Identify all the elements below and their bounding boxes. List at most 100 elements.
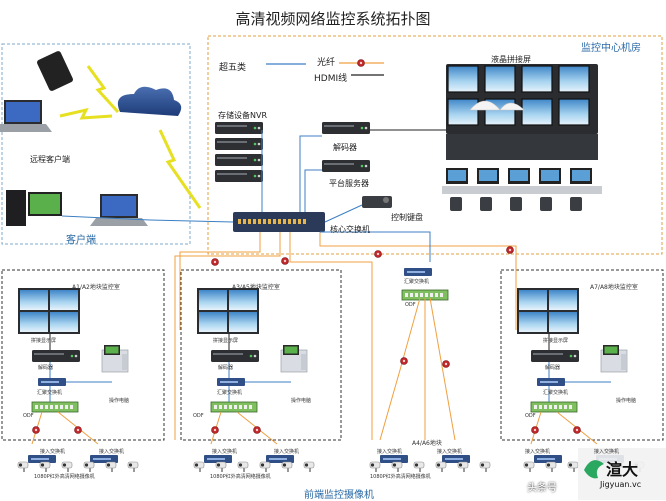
mid-odf-label: ODF [405, 302, 416, 308]
room2-camera-label: 1080P红外高清网络摄像机 [210, 474, 271, 480]
camera-3-6 [479, 461, 491, 473]
mid-camera-label: 1080P红外高清网络摄像机 [370, 474, 431, 480]
room1-access-switch-1: 接入交换机 [40, 449, 66, 455]
camera-3-2 [391, 461, 403, 473]
room1-camera-label: 1080P红外高清网络摄像机 [34, 474, 95, 480]
room2-odf [210, 401, 258, 413]
room3-wall-panel [549, 312, 577, 332]
room1-wall-panel [20, 312, 48, 332]
console-screen [479, 170, 497, 181]
mid-agg-switch-label: 汇聚交换机 [404, 279, 430, 285]
joystick-icon [383, 197, 389, 203]
video-wall-panel [521, 65, 553, 93]
legend-fiber-label: 光纤 [317, 58, 336, 68]
video-wall-panel [558, 65, 590, 93]
control-center-region [207, 35, 663, 255]
room1-wall-panel [50, 290, 78, 310]
console-chair [450, 197, 462, 211]
core-switch-port [303, 219, 306, 224]
core-switch-port [283, 219, 286, 224]
room2-wall-label: 拼接显示屏 [213, 338, 239, 344]
room2-wall-panel [229, 290, 257, 310]
camera-1-2 [39, 461, 51, 473]
core-switch-port [293, 219, 296, 224]
cat5-to-mid-switch [320, 231, 431, 262]
nvr-unit-2 [215, 138, 263, 150]
video-wall-panel [521, 98, 553, 126]
mid-dot-2-center [444, 362, 448, 366]
nvr-unit-3 [215, 154, 263, 166]
frontend-cameras-label: 前端监控摄像机 [304, 490, 374, 501]
mid-access-switch-2: 接入交换机 [437, 449, 463, 455]
video-wall-panel [447, 98, 479, 126]
camera-4-2 [545, 461, 557, 473]
legend-fiber-dot-center [359, 61, 363, 65]
fiber-dot-3-center [376, 252, 380, 256]
room3-wall-label: 拼接显示屏 [543, 338, 569, 344]
room3-access-switch-1: 接入交换机 [525, 449, 551, 455]
console-screen [448, 170, 466, 181]
room3-odf-label: ODF [525, 413, 536, 419]
room-a3-a5-label: A3/A5地块监控室 [232, 284, 280, 291]
camera-2-6 [303, 461, 315, 473]
core-switch-port [288, 219, 291, 224]
core-switch-port [278, 219, 281, 224]
video-wall-label: 液晶拼接屏 [491, 55, 531, 64]
legend-hdmi-label: HDMI线 [314, 74, 348, 84]
core-switch-label: 核心交换机 [330, 225, 370, 234]
block-a4-a6-label: A4/A6地块 [412, 440, 442, 447]
core-switch-port [258, 219, 261, 224]
console-chair [510, 197, 522, 211]
camera-2-4 [259, 461, 271, 473]
camera-2-3 [237, 461, 249, 473]
camera-3-1 [369, 461, 381, 473]
control-center-label: 监控中心机房 [581, 43, 641, 54]
room2-agg-switch-label: 汇聚交换机 [217, 390, 243, 396]
fiber-dot-1-center [213, 260, 217, 264]
room1-dot-1-center [34, 428, 38, 432]
room2-wall-panel [199, 312, 227, 332]
mid-agg-switch [404, 268, 432, 276]
room2-dot-1-center [213, 428, 217, 432]
wireless-bolt-3 [158, 129, 202, 209]
cat5-clients-switch [61, 215, 234, 223]
video-wall-panel [447, 65, 479, 93]
fiber-to-room1 [179, 232, 261, 330]
laptop-1-display [6, 102, 40, 122]
camera-4-1 [523, 461, 535, 473]
room3-agg-switch-label: 汇聚交换机 [543, 390, 569, 396]
room1-pc-label: 操作电脑 [109, 398, 130, 404]
room-a7-a8-label: A7/A8地块监控室 [590, 284, 638, 291]
wireless-bolt-2 [59, 107, 113, 120]
console-chair [570, 197, 582, 211]
fiber-to-room3 [319, 232, 517, 330]
core-switch-port [238, 219, 241, 224]
room-a7-a8-region [500, 269, 664, 441]
console-chair [540, 197, 552, 211]
room1-decoder-label: 解码器 [38, 365, 54, 371]
fiber-to-room1b [174, 232, 281, 440]
room3-decoder-label: 解码器 [545, 365, 561, 371]
watermark-brand: 渲大 [606, 460, 639, 479]
platform-server-unit [322, 160, 370, 172]
pc-tower-icon [6, 190, 26, 226]
room3-wall-panel [519, 312, 547, 332]
room3-dot-2-center [575, 428, 579, 432]
room3-dot-1-center [533, 428, 537, 432]
camera-3-4 [435, 461, 447, 473]
control-keyboard-label: 控制键盘 [391, 213, 423, 222]
room1-wall-panel [20, 290, 48, 310]
core-switch-port [268, 219, 271, 224]
core-switch-port [248, 219, 251, 224]
room2-decoder [211, 350, 259, 362]
console-chair [480, 197, 492, 211]
room2-pc-label: 操作电脑 [291, 398, 312, 404]
room2-access-switch-1: 接入交换机 [212, 449, 238, 455]
room1-odf-label: ODF [23, 413, 34, 419]
mid-dot-1-center [402, 359, 406, 363]
room1-wall-panel [50, 312, 78, 332]
nvr-unit-4 [215, 170, 263, 182]
core-switch-port [263, 219, 266, 224]
core-switch-port [298, 219, 301, 224]
